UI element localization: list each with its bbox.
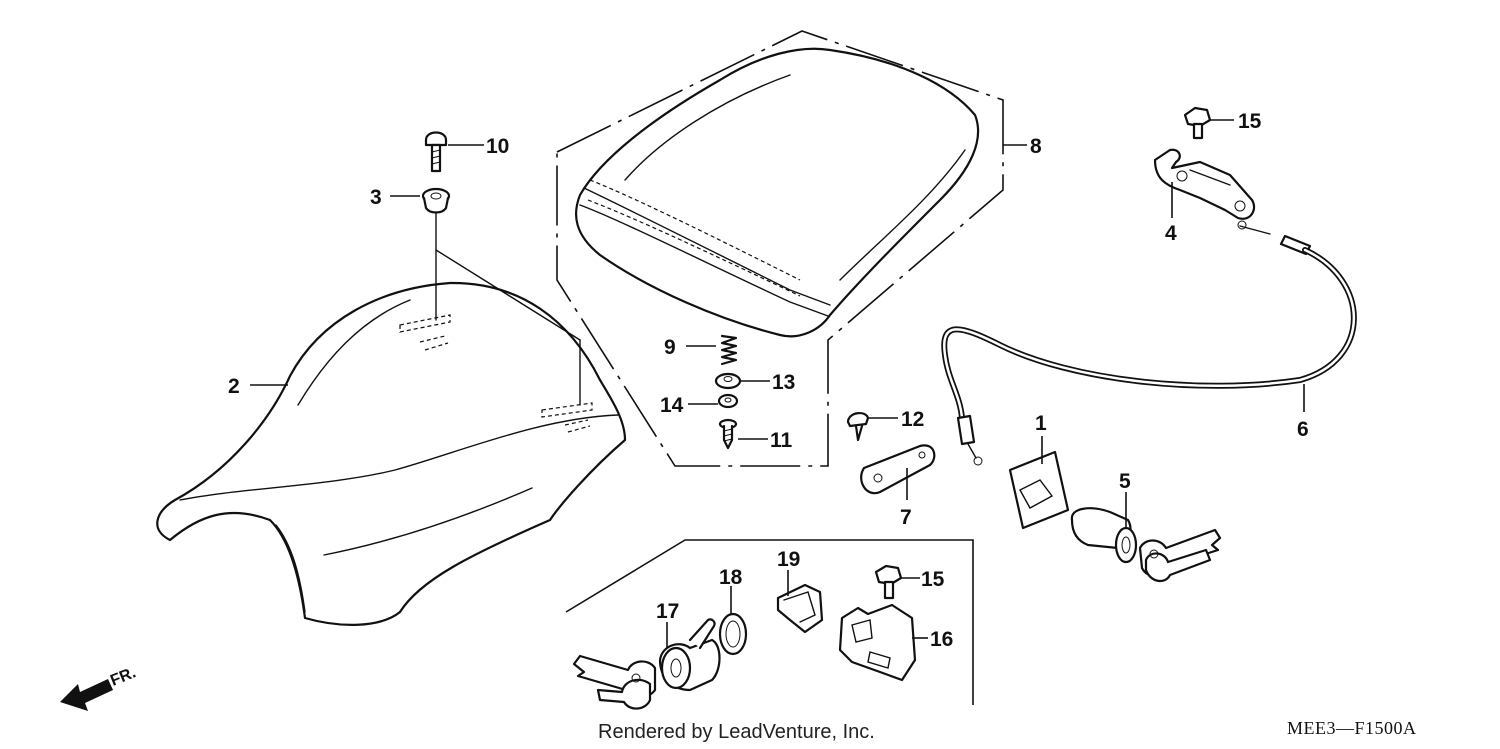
pillion-seat[interactable] bbox=[574, 47, 980, 338]
o-ring-18[interactable] bbox=[718, 612, 748, 656]
callout-8: 8 bbox=[1030, 135, 1042, 158]
callout-4: 4 bbox=[1165, 222, 1177, 245]
diagram-code: MEE3—F1500A bbox=[1287, 718, 1417, 738]
lock-plate-1[interactable] bbox=[1008, 450, 1070, 530]
callout-11: 11 bbox=[770, 429, 793, 452]
front-label: FR. bbox=[108, 664, 138, 689]
callout-16: 16 bbox=[930, 628, 953, 651]
bolt-15-top[interactable] bbox=[1183, 106, 1212, 140]
front-direction-arrow: FR. bbox=[60, 664, 138, 711]
callout-15-lower: 15 bbox=[921, 568, 945, 591]
rider-seat[interactable] bbox=[156, 281, 627, 626]
bracket-7[interactable] bbox=[860, 444, 936, 495]
clip-19[interactable] bbox=[776, 583, 824, 634]
screw-11[interactable] bbox=[718, 418, 738, 450]
callout-2: 2 bbox=[228, 375, 240, 398]
callout-6: 6 bbox=[1297, 418, 1309, 441]
spring-9[interactable] bbox=[720, 334, 738, 366]
pillion-seat-frame bbox=[556, 30, 1004, 467]
callout-14: 14 bbox=[660, 394, 684, 417]
credit-text: Rendered by LeadVenture, Inc. bbox=[598, 721, 875, 743]
lower-assembly-frame bbox=[565, 539, 974, 705]
helmet-lock-17[interactable] bbox=[572, 618, 721, 710]
seat-latch-4[interactable] bbox=[1153, 148, 1256, 220]
callout-1: 1 bbox=[1035, 412, 1047, 435]
washer-14[interactable] bbox=[717, 393, 739, 409]
grommet-3[interactable] bbox=[421, 187, 451, 214]
bolt-15-lower[interactable] bbox=[874, 564, 903, 600]
callout-18: 18 bbox=[719, 566, 743, 589]
callout-10: 10 bbox=[486, 135, 509, 158]
callout-7: 7 bbox=[900, 506, 912, 529]
callout-5: 5 bbox=[1119, 470, 1131, 493]
seat-lock-5[interactable] bbox=[1070, 507, 1222, 583]
washer-13[interactable] bbox=[714, 372, 742, 390]
bolt-10[interactable] bbox=[424, 131, 448, 173]
callout-17: 17 bbox=[656, 600, 679, 623]
callout-3: 3 bbox=[370, 186, 382, 209]
callout-13: 13 bbox=[772, 371, 795, 394]
helmet-holder-16[interactable] bbox=[838, 603, 917, 682]
callout-19: 19 bbox=[777, 548, 800, 571]
callout-15-top: 15 bbox=[1238, 110, 1262, 133]
callout-12: 12 bbox=[901, 408, 924, 431]
seat-lock-cable-6[interactable] bbox=[941, 220, 1357, 466]
callout-9: 9 bbox=[664, 336, 676, 359]
screw-12[interactable] bbox=[846, 412, 870, 442]
